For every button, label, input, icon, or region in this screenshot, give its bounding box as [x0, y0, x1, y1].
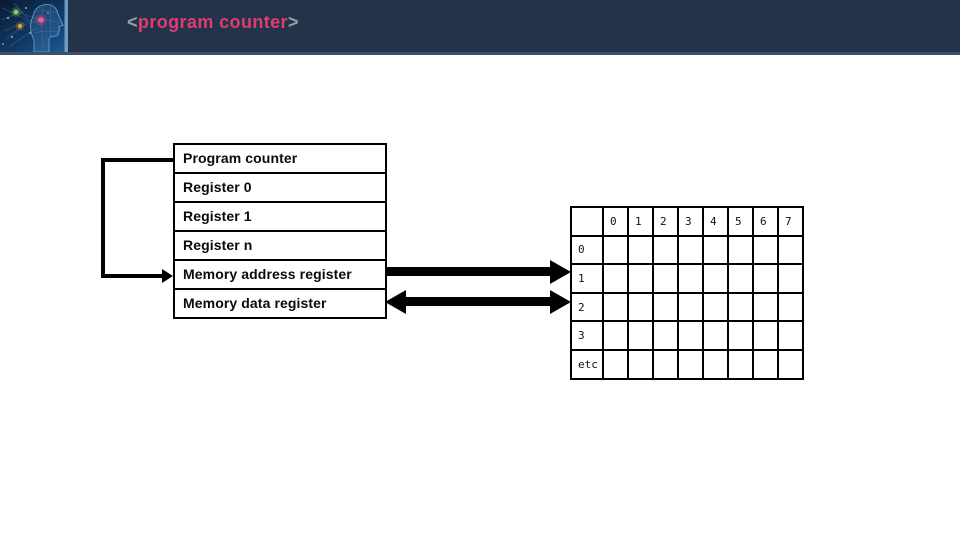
memory-col-header: 6 [752, 206, 779, 237]
memory-grid-row-etc: etc [570, 348, 804, 380]
memory-grid-row-3: 3 [570, 320, 804, 351]
mdr-memory-arrowhead-left [385, 290, 406, 314]
memory-grid-row-2: 2 [570, 291, 804, 323]
memory-cell [702, 348, 729, 380]
register-row-register-0: Register 0 [175, 174, 385, 203]
register-stack: Program counter Register 0 Register 1 Re… [173, 143, 387, 319]
pc-loop-line-bottom [101, 274, 162, 278]
memory-cell [777, 291, 804, 323]
memory-col-header: 0 [602, 206, 629, 237]
memory-row-label: etc [570, 348, 604, 380]
memory-col-header: 7 [777, 206, 804, 237]
memory-cell [627, 263, 654, 294]
memory-cell [627, 320, 654, 351]
pc-loop-arrowhead [162, 269, 173, 283]
memory-col-header: 1 [627, 206, 654, 237]
memory-row-label: 1 [570, 263, 604, 294]
register-row-memory-address-register: Memory address register [175, 261, 385, 290]
mar-to-memory-arrowhead [550, 260, 571, 284]
memory-grid-row-0: 0 [570, 234, 804, 266]
memory-cell [777, 234, 804, 266]
memory-cell [727, 263, 754, 294]
memory-cell [702, 263, 729, 294]
memory-cell [727, 348, 754, 380]
memory-cell [602, 263, 629, 294]
memory-grid: 0 1 2 3 4 5 6 7 0 1 2 3 etc [570, 206, 804, 380]
memory-cell [652, 320, 679, 351]
memory-cell [627, 291, 654, 323]
header-bar [0, 0, 960, 52]
memory-cell [677, 263, 704, 294]
mdr-memory-arrow-shaft [404, 297, 550, 306]
memory-grid-row-1: 1 [570, 263, 804, 294]
memory-col-header: 2 [652, 206, 679, 237]
memory-cell [752, 348, 779, 380]
memory-cell [677, 320, 704, 351]
memory-cell [627, 234, 654, 266]
memory-cell [677, 291, 704, 323]
memory-cell [702, 234, 729, 266]
header-accent-line [0, 52, 960, 55]
memory-cell [752, 320, 779, 351]
register-row-memory-data-register: Memory data register [183, 295, 327, 311]
register-row-program-counter: Program counter [175, 145, 385, 174]
pc-loop-line-vertical [101, 158, 105, 278]
mar-to-memory-arrow-shaft [385, 267, 550, 276]
register-row-register-n: Register n [175, 232, 385, 261]
memory-grid-header-row: 0 1 2 3 4 5 6 7 [570, 206, 804, 237]
memory-cell [602, 320, 629, 351]
memory-row-label: 0 [570, 234, 604, 266]
memory-cell [652, 348, 679, 380]
memory-cell [652, 234, 679, 266]
memory-col-header: 5 [727, 206, 754, 237]
memory-col-header: 3 [677, 206, 704, 237]
memory-grid-corner-cell [570, 206, 604, 237]
memory-cell [777, 348, 804, 380]
register-row-register-1: Register 1 [175, 203, 385, 232]
memory-cell [752, 291, 779, 323]
memory-cell [652, 291, 679, 323]
page-title: <program counter> [127, 0, 299, 44]
memory-row-label: 3 [570, 320, 604, 351]
memory-cell [602, 234, 629, 266]
memory-cell [702, 291, 729, 323]
memory-cell [602, 348, 629, 380]
title-text: program counter [137, 11, 288, 32]
memory-cell [777, 320, 804, 351]
memory-cell [602, 291, 629, 323]
memory-cell [752, 263, 779, 294]
memory-cell [702, 320, 729, 351]
memory-cell [652, 263, 679, 294]
title-open-bracket: < [127, 11, 138, 32]
memory-cell [752, 234, 779, 266]
mdr-memory-arrowhead-right [550, 290, 571, 314]
memory-cell [727, 320, 754, 351]
pc-loop-line-top [101, 158, 173, 162]
ai-head-logo-icon [0, 0, 68, 52]
memory-cell [727, 291, 754, 323]
memory-cell [677, 234, 704, 266]
title-close-bracket: > [287, 11, 299, 32]
memory-row-label: 2 [570, 291, 604, 323]
memory-cell [727, 234, 754, 266]
memory-cell [777, 263, 804, 294]
memory-cell [627, 348, 654, 380]
memory-col-header: 4 [702, 206, 729, 237]
memory-cell [677, 348, 704, 380]
